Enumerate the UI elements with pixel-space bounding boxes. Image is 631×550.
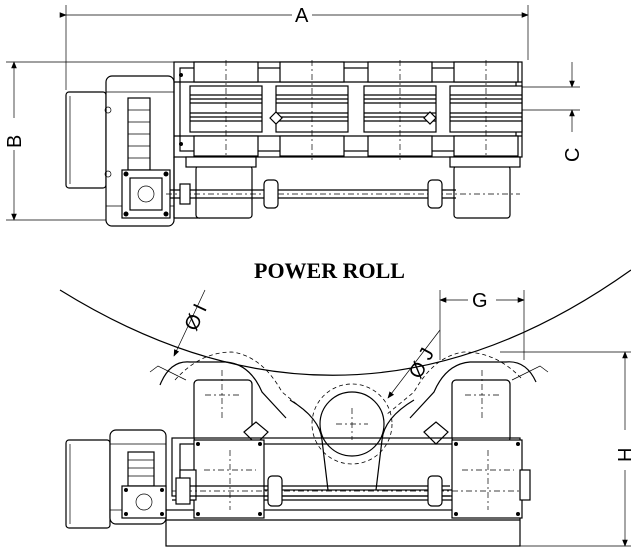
top-view: A B C bbox=[4, 5, 584, 227]
vessel-arc bbox=[59, 269, 631, 376]
dim-j-label: Ø J bbox=[405, 345, 439, 383]
dim-b-label: B bbox=[4, 135, 26, 148]
dimension-c: C bbox=[520, 62, 584, 162]
drive-roll bbox=[289, 383, 415, 491]
dim-a-label: A bbox=[295, 5, 309, 27]
dimension-i: Ø I bbox=[173, 289, 212, 357]
front-shaft bbox=[172, 475, 520, 507]
drive-shaft-assembly bbox=[166, 156, 521, 219]
dim-g-label: G bbox=[472, 290, 488, 312]
wheel-pair-left bbox=[189, 60, 349, 160]
dimension-b: B bbox=[4, 61, 175, 221]
dimension-a: A bbox=[59, 5, 529, 90]
front-view: Ø I Ø J G H bbox=[59, 269, 631, 547]
drive-motor-front bbox=[65, 429, 167, 529]
dim-h-label: H bbox=[615, 448, 631, 462]
dim-i-label: Ø I bbox=[181, 301, 212, 334]
wheel-pair-right bbox=[363, 60, 523, 160]
view-title: POWER ROLL bbox=[254, 258, 405, 283]
idler-roll-left bbox=[149, 351, 311, 445]
dimension-h: H bbox=[500, 351, 631, 547]
dim-c-label: C bbox=[562, 148, 584, 162]
dimension-j: Ø J bbox=[387, 329, 441, 399]
dimension-g: G bbox=[439, 290, 525, 360]
drive-motor bbox=[65, 75, 175, 227]
